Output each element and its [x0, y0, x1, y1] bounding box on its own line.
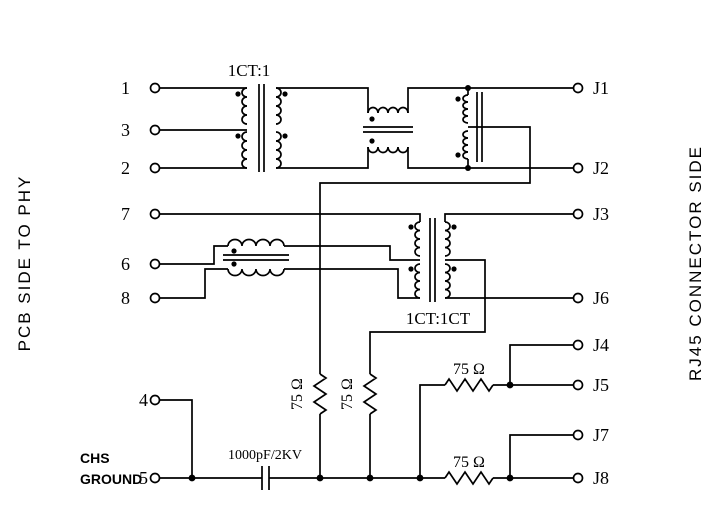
capacitor-value-label: 1000pF/2KV	[228, 448, 302, 463]
j2-label: J2	[593, 158, 609, 178]
polarity-dot	[282, 91, 288, 97]
tx-choke-top-winding	[367, 106, 409, 114]
rx-ratio-label: 1CT:1CT	[406, 309, 471, 328]
line-choke-winding	[462, 94, 469, 160]
termination-resistors	[312, 373, 494, 486]
polarity-dots	[231, 91, 461, 272]
resistor-value-label-j7j8: 75 Ω	[453, 454, 485, 471]
junction-dot	[506, 474, 514, 482]
tx-ratio-label: 1CT:1	[228, 61, 271, 80]
rx-choke-top-winding	[227, 238, 285, 247]
polarity-dot	[282, 133, 288, 139]
polarity-dot	[231, 261, 237, 267]
j2-terminal	[572, 162, 584, 174]
polarity-dot	[369, 138, 375, 144]
polarity-dot	[231, 248, 237, 254]
phy-terminals	[149, 82, 161, 484]
junction-dot	[188, 474, 196, 482]
chassis-ground-line1: CHS	[80, 450, 110, 466]
rj45-terminals	[572, 82, 584, 484]
j5-terminal	[572, 379, 584, 391]
polarity-dot	[455, 152, 461, 158]
pin7-terminal	[149, 208, 161, 220]
tx-choke-bottom-winding	[367, 146, 409, 154]
rx-choke-bottom-winding	[227, 268, 285, 277]
pin3-terminal	[149, 124, 161, 136]
resistor-value-label-tx: 75 Ω	[289, 378, 306, 410]
tx-line-rails	[276, 87, 573, 169]
j4-terminal	[572, 339, 584, 351]
j7-terminal	[572, 429, 584, 441]
pin4-terminal	[149, 394, 161, 406]
capacitor-plates	[261, 466, 270, 490]
j1-label: J1	[593, 78, 609, 98]
chassis-ground-label: CHS GROUND	[80, 450, 142, 487]
rx-common-mode-choke	[227, 238, 285, 277]
tx-common-mode-choke	[367, 106, 409, 154]
pin6-terminal	[149, 258, 161, 270]
pcb-side-label: PCB SIDE TO PHY	[15, 175, 34, 352]
polarity-dot	[369, 116, 375, 122]
rj45-side-label: RJ45 CONNECTOR SIDE	[686, 145, 705, 381]
pin2-terminal	[149, 162, 161, 174]
j7-label: J7	[593, 425, 609, 445]
junction-dot	[465, 165, 471, 171]
rx-choke-outputs	[284, 245, 420, 299]
rx-secondary-winding	[444, 221, 451, 299]
tx-primary-winding	[241, 87, 248, 169]
pin5-label: 5	[139, 468, 148, 488]
j8-terminal	[572, 472, 584, 484]
rx-center-tap-to-resistor	[369, 259, 486, 478]
chassis-ground-line2: GROUND	[80, 471, 142, 487]
pin6-label: 6	[121, 254, 130, 274]
tx-secondary-winding	[275, 87, 282, 169]
rx-transformer	[414, 221, 451, 299]
j4-label: J4	[593, 335, 609, 355]
j3-label: J3	[593, 204, 609, 224]
phy-pin-labels: 1 3 2 7 6 8 4 5	[121, 78, 148, 488]
phy-pin-wires	[160, 87, 421, 478]
polarity-dot	[235, 133, 241, 139]
junction-dot	[506, 381, 514, 389]
wiring	[160, 87, 573, 479]
unused-pair-wires	[419, 344, 573, 478]
rj45-pin-labels: J1 J2 J3 J6 J4 J5 J7 J8	[593, 78, 609, 488]
pin1-terminal	[149, 82, 161, 94]
pin8-label: 8	[121, 288, 130, 308]
pin2-label: 2	[121, 158, 130, 178]
polarity-dot	[408, 224, 414, 230]
resistor-value-label-j4j5: 75 Ω	[453, 361, 485, 378]
polarity-dot	[455, 96, 461, 102]
j1-terminal	[572, 82, 584, 94]
j5-label: J5	[593, 375, 609, 395]
junction-dot	[416, 474, 424, 482]
tx-center-tap-to-resistor	[319, 126, 531, 478]
resistor-value-label-rx: 75 Ω	[339, 378, 356, 410]
pin8-terminal	[149, 292, 161, 304]
j6-terminal	[572, 292, 584, 304]
pin4-label: 4	[139, 390, 148, 410]
rx-primary-winding	[414, 221, 421, 299]
pin7-label: 7	[121, 204, 130, 224]
j6-label: J6	[593, 288, 609, 308]
pin5-terminal	[149, 472, 161, 484]
junction-dots	[188, 85, 514, 482]
component-labels: 1CT:1 1CT:1CT 1000pF/2KV 75 Ω 75 Ω 75 Ω …	[228, 61, 485, 471]
j8-label: J8	[593, 468, 609, 488]
junction-dot	[366, 474, 374, 482]
pin3-label: 3	[121, 120, 130, 140]
junction-dot	[316, 474, 324, 482]
rx-line-rails	[444, 213, 573, 299]
tx-transformer	[241, 87, 282, 169]
polarity-dot	[451, 266, 457, 272]
polarity-dot	[235, 91, 241, 97]
polarity-dot	[408, 266, 414, 272]
junction-dot	[465, 85, 471, 91]
magnetic-cores	[223, 84, 483, 302]
j3-terminal	[572, 208, 584, 220]
pin1-label: 1	[121, 78, 130, 98]
polarity-dot	[451, 224, 457, 230]
